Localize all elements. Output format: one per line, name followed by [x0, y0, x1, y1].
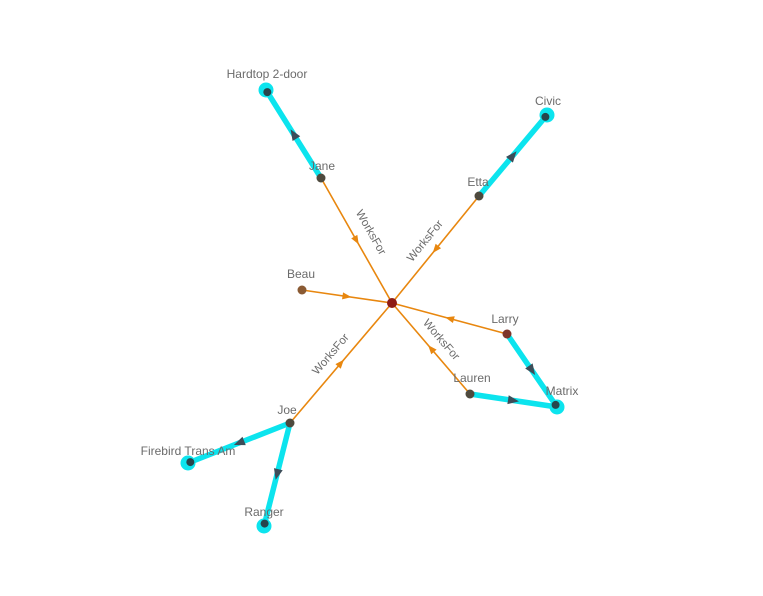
node-label-larry: Larry: [491, 312, 518, 326]
node-larry[interactable]: [502, 329, 512, 339]
edge-label-etta-company: WorksFor: [405, 218, 446, 264]
edge-arrow-larry-company: [445, 316, 455, 324]
node-core-ranger: [260, 519, 269, 528]
edge-arrow-lauren-matrix: [507, 395, 519, 405]
node-label-firebird: Firebird Trans Am: [141, 444, 236, 458]
node-label-jane: Jane: [309, 159, 335, 173]
edge-arrow-joe-firebird: [233, 436, 246, 446]
edge-label-jane-company: WorksFor: [353, 208, 388, 257]
node-company[interactable]: [387, 298, 397, 308]
node-label-hardtop: Hardtop 2-door: [227, 67, 308, 81]
node-label-civic: Civic: [535, 94, 561, 108]
node-core-hardtop: [263, 88, 272, 97]
edge-arrow-joe-ranger: [273, 468, 283, 480]
edge-arrow-joe-company: [335, 359, 344, 369]
edge-arrow-larry-matrix: [525, 363, 536, 376]
node-label-etta: Etta: [467, 175, 489, 189]
edge-arrow-etta-civic: [506, 151, 517, 163]
edge-label-lauren-company: WorksFor: [420, 317, 462, 363]
node-joe[interactable]: [285, 418, 295, 428]
node-label-joe: Joe: [277, 403, 297, 417]
node-core-matrix: [551, 400, 560, 409]
node-label-beau: Beau: [287, 267, 315, 281]
node-core-civic: [541, 112, 550, 121]
node-beau[interactable]: [297, 285, 307, 295]
edge-arrow-jane-hardtop: [290, 129, 301, 142]
edge-label-joe-company: WorksFor: [310, 332, 351, 378]
edge-arrow-lauren-company: [428, 345, 437, 355]
node-jane[interactable]: [316, 173, 326, 183]
node-etta[interactable]: [474, 191, 484, 201]
edge-arrow-beau-company: [342, 292, 352, 300]
node-label-lauren: Lauren: [453, 371, 490, 385]
edge-arrow-jane-company: [351, 234, 359, 245]
node-label-matrix: Matrix: [546, 384, 579, 398]
node-core-firebird: [186, 458, 195, 467]
edge-arrow-etta-company: [432, 243, 442, 253]
node-lauren[interactable]: [465, 389, 475, 399]
node-label-ranger: Ranger: [244, 505, 283, 519]
